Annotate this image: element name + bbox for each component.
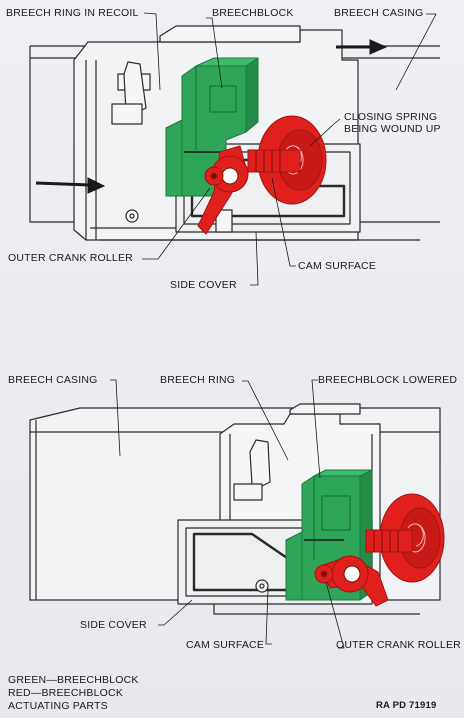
- reference-number: RA PD 71919: [376, 700, 437, 711]
- top-arrows: [35, 39, 388, 194]
- label-cam-surface-bottom: CAM SURFACE: [186, 639, 265, 651]
- top-diagram: [29, 12, 440, 286]
- label-side-cover-bottom: SIDE COVER: [80, 619, 147, 631]
- top-actuating-parts: [197, 115, 327, 235]
- legend-red-continued: ACTUATING PARTS: [8, 700, 108, 712]
- label-breechblock: BREECHBLOCK: [212, 7, 294, 19]
- label-breech-ring: BREECH RING: [160, 374, 236, 386]
- label-breech-ring-in-recoil: BREECH RING IN RECOIL: [6, 7, 139, 19]
- legend-green: GREEN—BREECHBLOCK: [8, 674, 139, 686]
- label-side-cover-top: SIDE COVER: [170, 279, 237, 291]
- label-breechblock-lowered: BREECHBLOCK LOWERED: [318, 374, 458, 386]
- bottom-actuating-parts: [314, 493, 445, 607]
- label-breech-casing-bottom: BREECH CASING: [8, 374, 98, 386]
- legend-red: RED—BREECHBLOCK: [8, 687, 124, 699]
- label-cam-surface-top: CAM SURFACE: [298, 260, 377, 272]
- label-closing-spring-1: CLOSING SPRING: [344, 111, 438, 123]
- label-closing-spring-2: BEING WOUND UP: [344, 123, 441, 135]
- label-breech-casing-top: BREECH CASING: [334, 7, 424, 19]
- label-outer-crank-roller-bottom: OUTER CRANK ROLLER: [336, 639, 461, 651]
- label-outer-crank-roller-top: OUTER CRANK ROLLER: [8, 252, 133, 264]
